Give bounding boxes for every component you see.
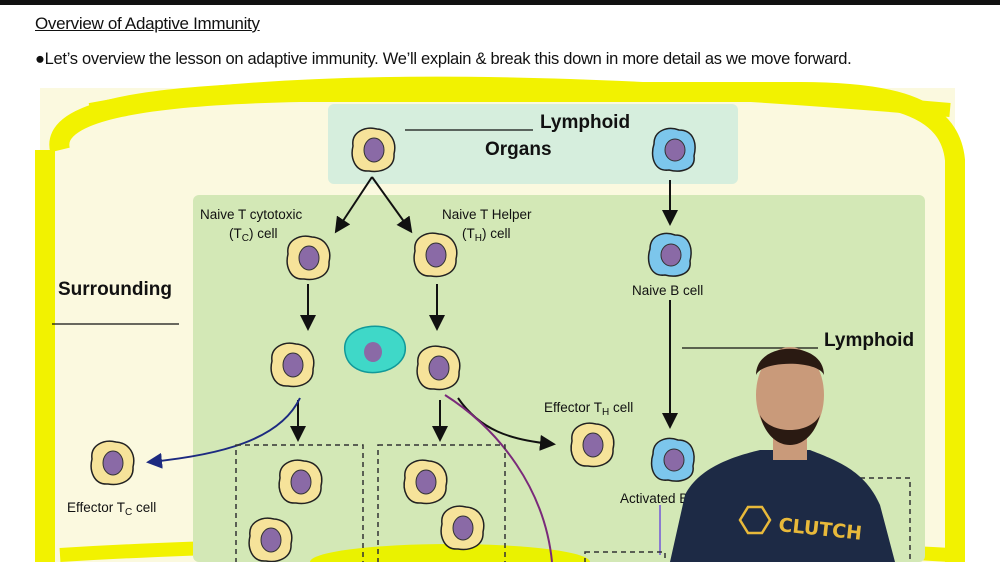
naive-th-cell <box>413 232 458 278</box>
lymphoid-organs-label: Lymphoid <box>540 112 630 133</box>
highlight-stroke <box>310 544 590 562</box>
presenter-video: CLUTCH <box>670 347 895 562</box>
lymphoid-organs-label: Organs <box>485 139 552 160</box>
b-cell <box>651 127 696 172</box>
dendritic-cell <box>344 325 406 374</box>
naive-tc-label: Naive T cytotoxic <box>200 207 303 222</box>
naive-lymphocyte <box>351 127 396 173</box>
activated-b-label: Activated B <box>620 491 688 506</box>
lymphoid-organs-box <box>328 104 738 184</box>
naive-th-label: Naive T Helper <box>442 207 532 222</box>
surrounding-label: Surrounding <box>58 279 172 300</box>
tc-cell <box>248 517 293 562</box>
effector-tc-cell <box>90 440 135 486</box>
effector-th-label: Effector TH cell <box>544 400 633 418</box>
arrows <box>290 176 678 451</box>
th-cell <box>416 345 461 391</box>
highlight-stroke <box>88 76 951 117</box>
naive-b-cell <box>647 232 692 277</box>
naive-tc-label: (TC) cell <box>229 226 278 244</box>
th-cell <box>440 505 485 551</box>
effector-tc-label: Effector TC cell <box>67 500 156 518</box>
tc-cell <box>278 459 323 505</box>
effector-th-cell <box>570 422 615 468</box>
naive-th-label: (TH) cell <box>462 226 511 244</box>
slide-title: Overview of Adaptive Immunity <box>35 14 260 33</box>
presenter-shirt <box>670 450 895 562</box>
presenter-face <box>756 347 824 443</box>
naive-tc-cell <box>286 235 331 281</box>
lymphoid-label: Lymphoid <box>824 330 914 351</box>
top-bar <box>0 0 1000 5</box>
tc-cell <box>270 342 315 388</box>
naive-b-label: Naive B cell <box>632 283 703 298</box>
slide-bullet: ●Let’s overview the lesson on adaptive i… <box>35 50 852 68</box>
th-cell <box>403 459 448 505</box>
